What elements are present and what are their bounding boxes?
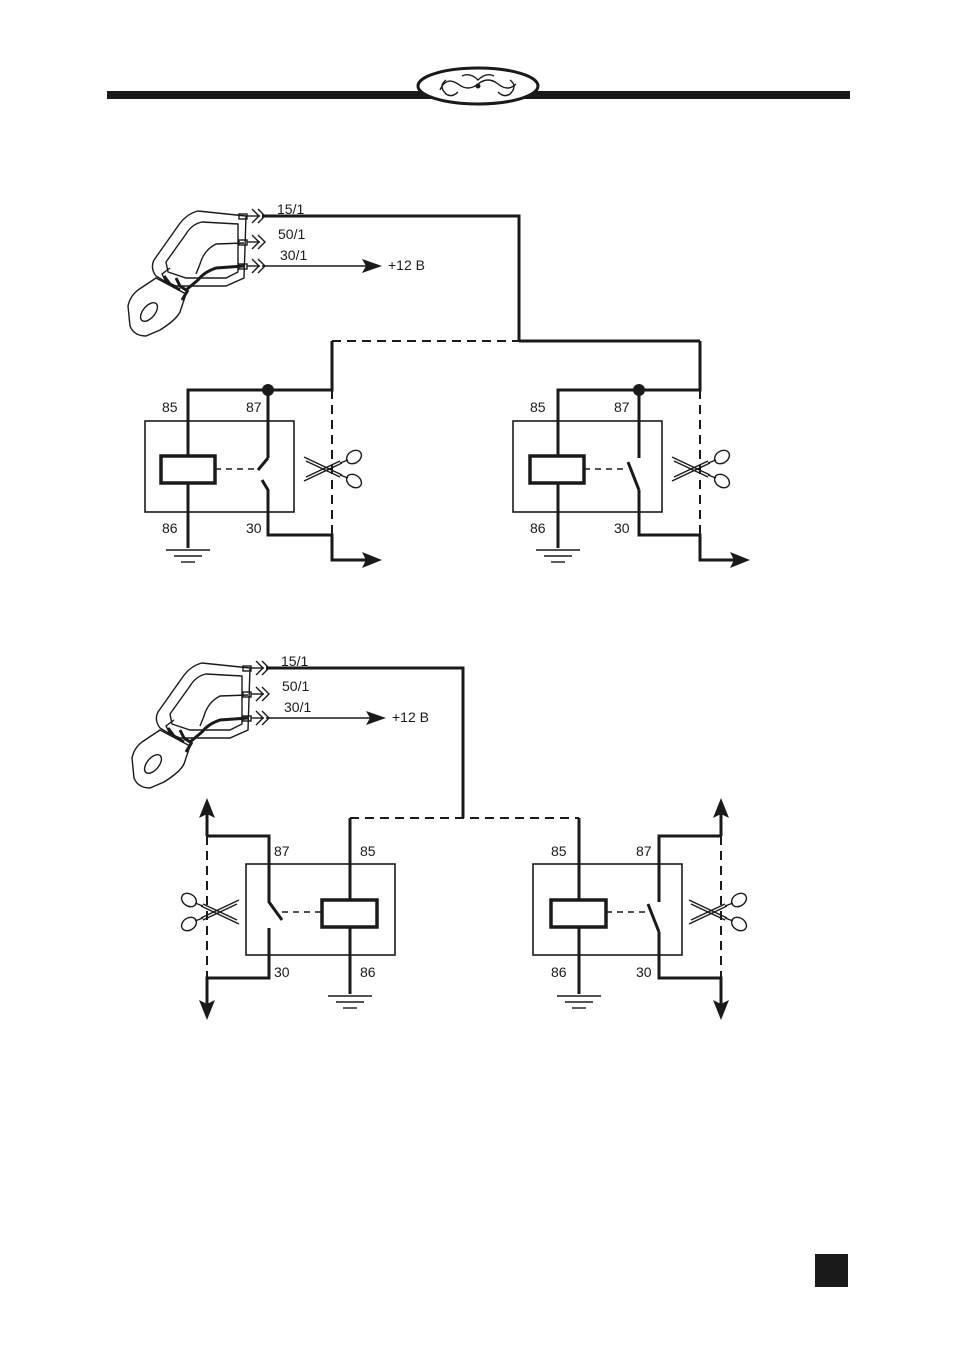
pin-86: 86 — [551, 964, 567, 980]
diagram-2: 15/1 50/1 30/1 +12 В 87 85 30 86 — [132, 653, 749, 1020]
relay-right — [513, 421, 750, 568]
header-rule — [107, 68, 850, 104]
pin-85: 85 — [530, 399, 546, 415]
pin-85: 85 — [360, 843, 376, 859]
pin-86: 86 — [162, 520, 178, 536]
pin-85: 85 — [551, 843, 567, 859]
ground-icon — [536, 550, 580, 562]
supply-label: +12 В — [392, 709, 429, 725]
pin-30: 30 — [274, 964, 290, 980]
pin-86: 86 — [530, 520, 546, 536]
ignition-key-icon — [132, 661, 269, 788]
ground-icon — [557, 996, 601, 1008]
ground-icon — [166, 550, 210, 562]
supply-label: +12 В — [388, 257, 425, 273]
terminal-label-30-1: 30/1 — [280, 247, 307, 263]
pin-87: 87 — [274, 843, 290, 859]
ignition-key-icon — [128, 209, 265, 336]
scissors-icon — [689, 890, 749, 933]
pin-85: 85 — [162, 399, 178, 415]
page-marker — [815, 1254, 848, 1287]
relay-left — [145, 421, 382, 568]
ground-icon — [328, 996, 372, 1008]
scissors-icon — [179, 890, 239, 933]
relay-left — [199, 798, 395, 1020]
scissors-icon — [672, 447, 732, 490]
terminal-label-30-1: 30/1 — [284, 699, 311, 715]
terminal-label-50-1: 50/1 — [282, 678, 309, 694]
relay-right — [533, 798, 729, 1020]
pin-86: 86 — [360, 964, 376, 980]
pin-30: 30 — [636, 964, 652, 980]
pin-87: 87 — [636, 843, 652, 859]
pin-87: 87 — [614, 399, 630, 415]
pin-30: 30 — [614, 520, 630, 536]
pin-87: 87 — [246, 399, 262, 415]
terminal-label-50-1: 50/1 — [278, 226, 305, 242]
scissors-icon — [304, 447, 364, 490]
pin-30: 30 — [246, 520, 262, 536]
diagram-1: 15/1 50/1 30/1 +12 В 85 87 86 30 — [128, 201, 750, 568]
